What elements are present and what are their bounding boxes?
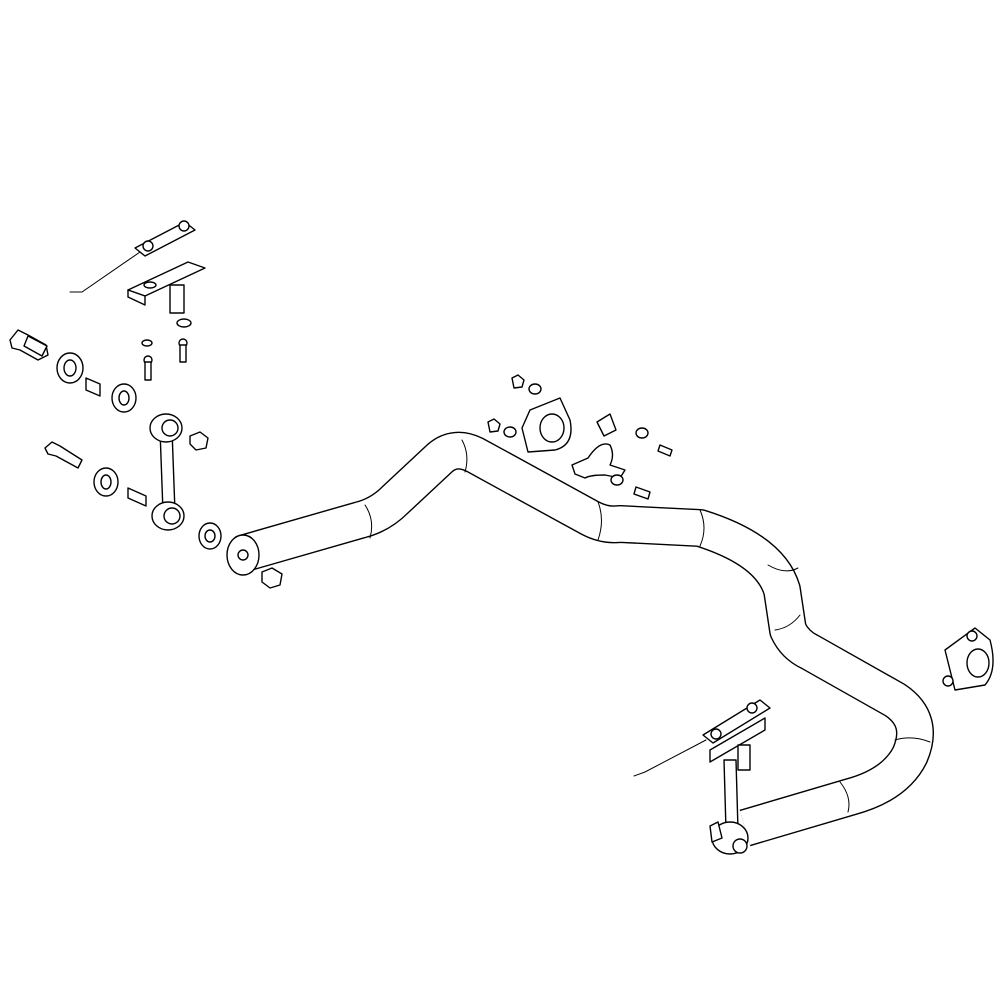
bolt-icon xyxy=(633,486,651,500)
end-link-left xyxy=(149,413,185,531)
washer-icon xyxy=(528,383,542,395)
washer-icon xyxy=(503,426,517,438)
sleeve-icon xyxy=(127,487,147,507)
sensor-bracket-left xyxy=(69,220,206,328)
sleeve-icon xyxy=(85,377,101,397)
nut-icon xyxy=(189,431,209,451)
nut-icon xyxy=(511,374,525,389)
left-hardware xyxy=(9,329,283,589)
end-link-right xyxy=(633,699,771,855)
nut-icon xyxy=(261,567,283,589)
sway-bar xyxy=(226,431,934,847)
washer-icon xyxy=(141,339,153,347)
bar-bend-seams xyxy=(364,439,931,813)
center-clamp xyxy=(487,374,673,500)
washer-icon xyxy=(610,474,624,486)
bolt-icon xyxy=(657,444,673,457)
right-clamp xyxy=(942,627,994,691)
bar-end-hole xyxy=(237,549,249,561)
nut-icon xyxy=(487,418,501,433)
washer-icon xyxy=(635,427,649,439)
bolt-icon xyxy=(44,441,83,469)
clamp-bracket xyxy=(571,443,626,479)
